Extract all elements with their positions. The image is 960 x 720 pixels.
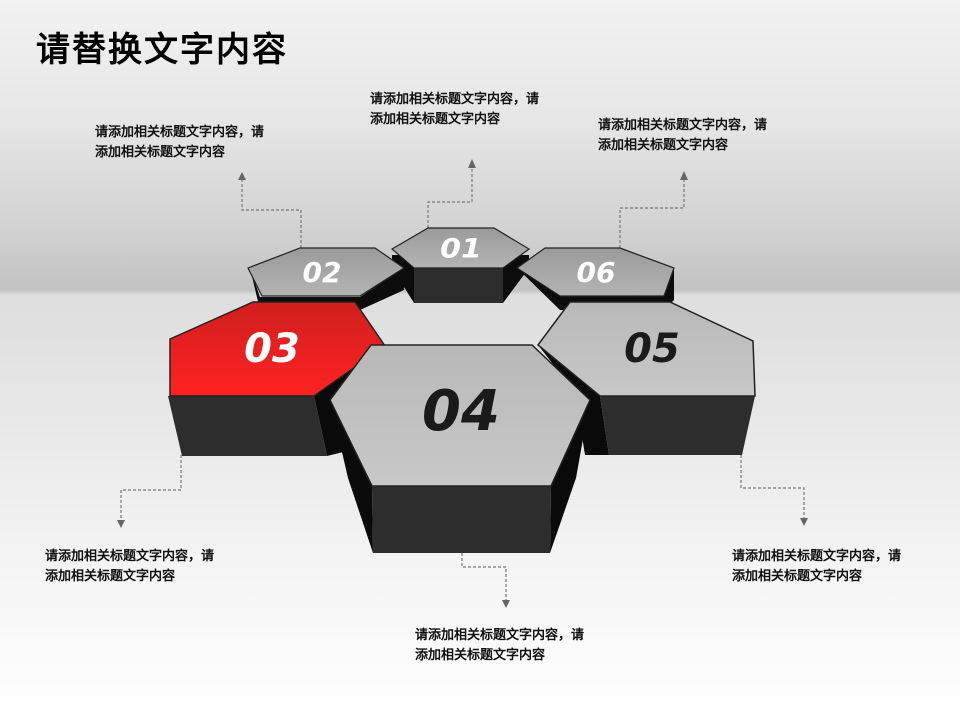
connector-02 (241, 180, 302, 248)
connector-06 (619, 180, 685, 248)
arrow-down-icon (117, 520, 125, 528)
hexagon-05[interactable]: 05 (536, 301, 756, 455)
hexagon-05-label: 05 (624, 326, 680, 372)
arrow-up-icon (238, 172, 246, 180)
hexagon-06-label: 06 (577, 256, 616, 289)
hexagon-02-label: 02 (303, 256, 342, 289)
connector-03 (120, 455, 182, 520)
arrow-down-icon (800, 518, 808, 526)
hexagon-04-label: 04 (422, 379, 500, 444)
connector-04 (461, 553, 507, 600)
hexagon-04[interactable]: 04 (329, 344, 591, 553)
note-02: 请添加相关标题文字内容，请添加相关标题文字内容 (95, 125, 265, 160)
connectors (120, 168, 805, 600)
arrow-down-icon (502, 600, 510, 608)
connector-01 (427, 168, 473, 228)
hexagon-01-label: 01 (440, 233, 482, 264)
note-04: 请添加相关标题文字内容，请添加相关标题文字内容 (415, 628, 585, 663)
hexagon-06[interactable]: 06 (515, 247, 675, 310)
hexagon-03-label: 03 (244, 326, 300, 372)
note-01: 请添加相关标题文字内容，请添加相关标题文字内容 (370, 92, 540, 127)
page-title: 请替换文字内容 (36, 30, 288, 70)
hexagon-02[interactable]: 02 (247, 247, 406, 310)
arrow-up-icon (468, 159, 476, 168)
hexagon-01[interactable]: 01 (390, 227, 531, 303)
note-03: 请添加相关标题文字内容，请添加相关标题文字内容 (45, 549, 215, 584)
connector-05 (740, 455, 805, 518)
connector-arrowheads (117, 159, 808, 608)
note-06: 请添加相关标题文字内容，请添加相关标题文字内容 (598, 118, 768, 153)
arrow-up-icon (680, 171, 688, 180)
note-05: 请添加相关标题文字内容，请添加相关标题文字内容 (732, 549, 902, 584)
